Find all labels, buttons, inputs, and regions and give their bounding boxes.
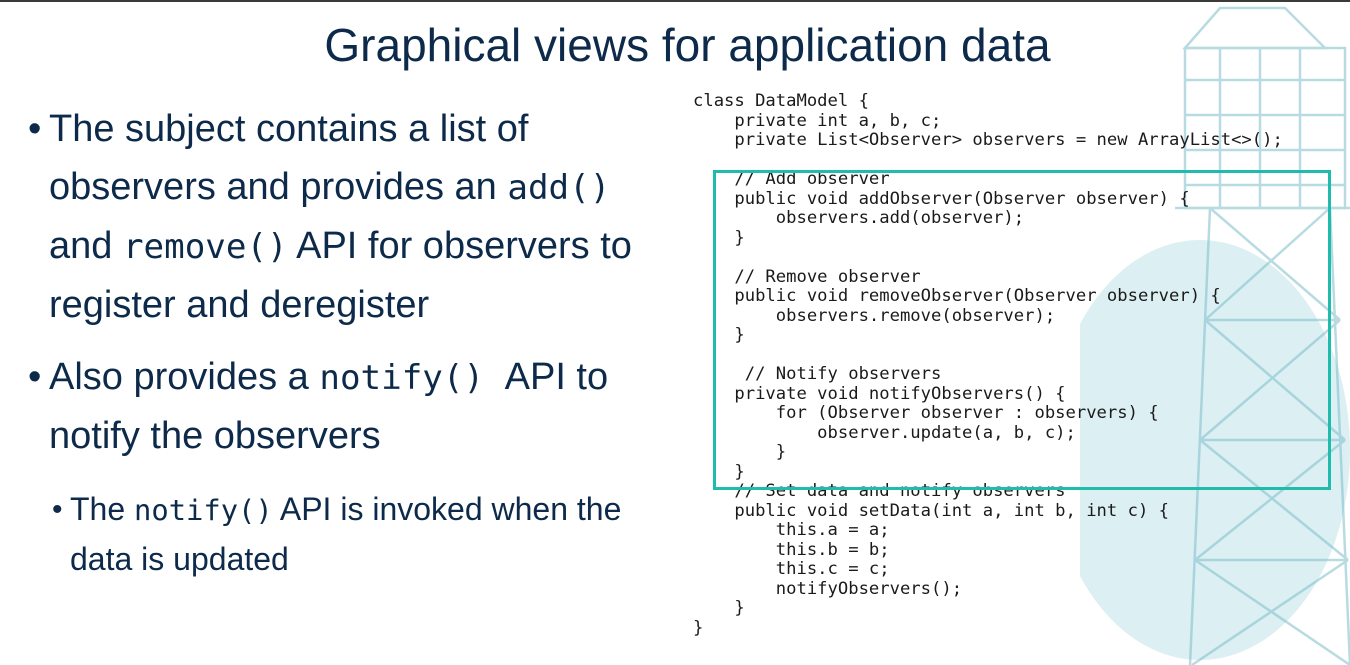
code-line: observer.update(a, b, c); <box>693 422 1076 443</box>
code-line: public void addObserver(Observer observe… <box>693 188 1190 209</box>
code-line: notifyObservers(); <box>693 578 963 599</box>
code-line: // Notify observers <box>693 364 942 384</box>
code-line: private int a, b, c; <box>693 110 942 131</box>
code-line: public void removeObserver(Observer obse… <box>693 286 1221 306</box>
bullet-text: API to notify the observers <box>49 356 609 457</box>
code-line: private void notifyObservers() { <box>693 383 1066 404</box>
code-line: } <box>693 598 745 618</box>
top-rule <box>0 0 1350 2</box>
code-line: class DataModel { <box>693 91 869 111</box>
code-line: this.c = c; <box>693 559 890 579</box>
bullet-marker: • <box>28 356 42 398</box>
code-line: this.b = b; <box>693 539 890 560</box>
code-line: } <box>693 442 787 462</box>
code-line: observers.add(observer); <box>693 208 1025 228</box>
sub-bullet-marker: • <box>52 493 63 526</box>
code-line: // Remove observer <box>693 266 921 287</box>
sub-bullet-text: The <box>70 491 135 527</box>
code-line: this.a = a; <box>693 520 890 540</box>
sub-bullet-item-notify-invoked: • The notify() API is invoked when the d… <box>28 485 668 584</box>
sub-bullet-text: API is invoked when the data is updated <box>70 491 622 577</box>
bullet-item-observers-list: • The subject contains a list of observe… <box>28 100 668 334</box>
inline-code-notify: notify() <box>134 493 273 527</box>
bullet-marker: • <box>28 108 42 150</box>
code-line: } <box>693 325 745 345</box>
code-line: } <box>693 617 704 638</box>
code-line: } <box>693 461 745 482</box>
water-tower-watermark <box>1080 6 1350 665</box>
code-line <box>693 151 1283 171</box>
bullet-text: The subject contains a list of observers… <box>49 108 529 208</box>
inline-code-add: add() <box>507 168 611 208</box>
code-block: class DataModel { private int a, b, c; p… <box>693 91 1283 638</box>
inline-code-remove: remove() <box>122 227 288 267</box>
page-title: Graphical views for application data <box>324 19 1051 71</box>
code-line: // Set data and notify observers <box>693 481 1066 501</box>
code-line: } <box>693 227 745 248</box>
bullet-text: API for observers to register and deregi… <box>49 225 632 326</box>
bullet-list: • The subject contains a list of observe… <box>28 100 668 584</box>
bullet-item-notify: • Also provides a notify() API to notify… <box>28 348 668 465</box>
code-line: private List<Observer> observers = new A… <box>693 130 1283 150</box>
code-line: public void setData(int a, int b, int c)… <box>693 500 1169 521</box>
observer-methods-highlight-box <box>713 170 1331 490</box>
bullet-text: and <box>49 225 123 267</box>
code-line: observers.remove(observer); <box>693 305 1056 326</box>
code-line: for (Observer observer : observers) { <box>693 403 1159 423</box>
code-line: // Add observer <box>693 169 890 189</box>
inline-code-notify: notify() <box>319 358 505 398</box>
bullet-text: Also provides a <box>49 356 320 398</box>
